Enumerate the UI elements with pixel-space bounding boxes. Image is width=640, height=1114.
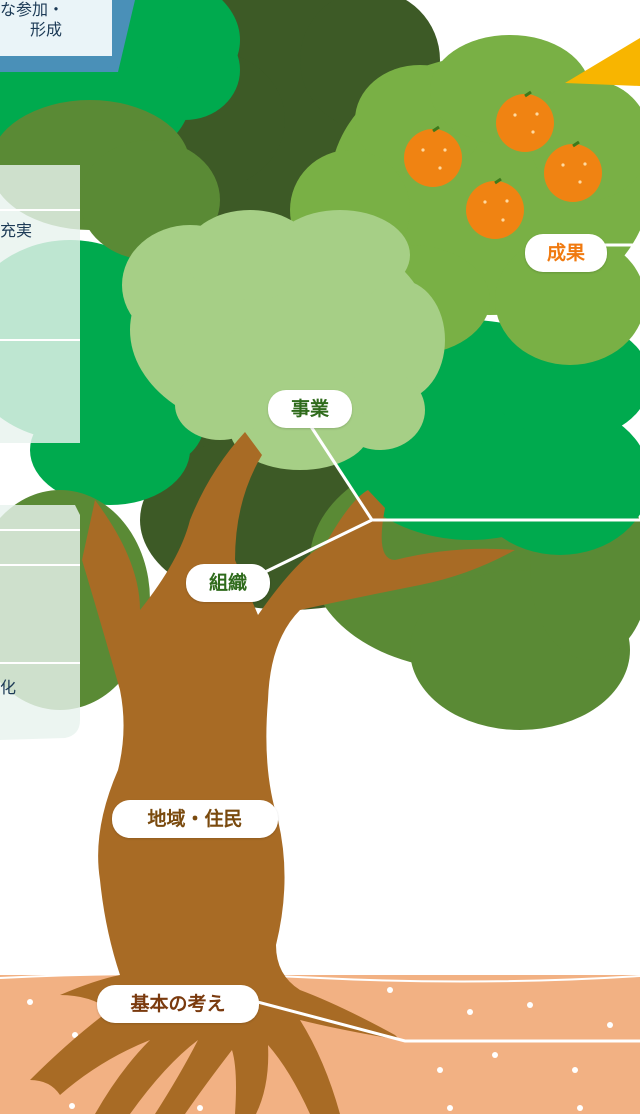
banner-text: な参加・ 形成 [0, 0, 64, 40]
label-community: 地域・住民 [112, 800, 278, 838]
side-panel-item-1: 充実 [0, 221, 33, 240]
orange-fruit [466, 177, 524, 239]
orange-fruits [404, 90, 602, 239]
orange-fruit [404, 125, 462, 187]
label-organization: 組織 [186, 564, 270, 602]
label-basic-idea: 基本の考え [97, 985, 259, 1023]
label-business: 事業 [268, 390, 352, 428]
orange-fruit [544, 140, 602, 202]
banner-line-1: な参加・ [0, 0, 65, 19]
side-panel [0, 165, 80, 740]
banner-top [0, 0, 135, 72]
orange-fruit [496, 90, 554, 152]
canopy-centre-pale [122, 210, 445, 470]
side-panel-item-2: 化 [0, 678, 17, 697]
tree-trunk [30, 432, 515, 1114]
banner-line-2: 形成 [30, 20, 63, 39]
label-result: 成果 [525, 234, 607, 272]
connector-lines [249, 243, 640, 1043]
pointer-triangle [565, 38, 640, 86]
